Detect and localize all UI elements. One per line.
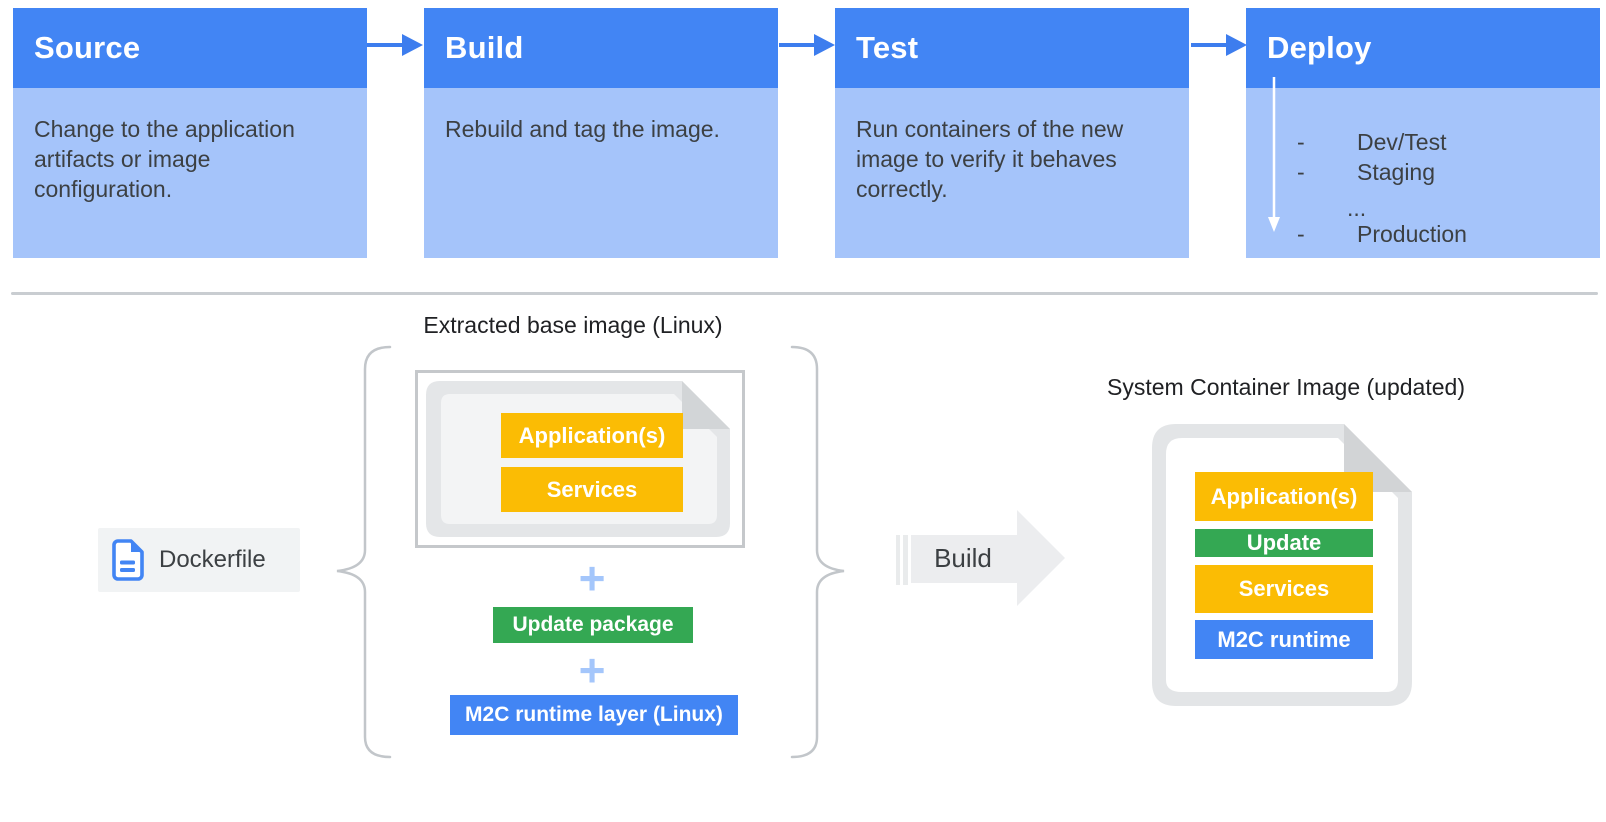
step-box-deploy: Deploy - Dev/Test - Staging ... - Produc… <box>1246 8 1600 258</box>
step-header: Build <box>424 8 778 88</box>
system-image-layers: Application(s) Update Services M2C runti… <box>1195 472 1373 659</box>
deploy-target-label: Dev/Test <box>1357 129 1447 155</box>
step-box-test: Test Run containers of the new image to … <box>835 8 1189 258</box>
step-box-source: Source Change to the application artifac… <box>13 8 367 258</box>
deploy-bullet: - <box>1297 159 1305 185</box>
layer-update: Update <box>1195 529 1373 557</box>
step-header: Deploy <box>1246 8 1600 88</box>
step-description: Run containers of the new image to verif… <box>835 88 1189 258</box>
step-header: Source <box>13 8 367 88</box>
step-box-build: Build Rebuild and tag the image. <box>424 8 778 258</box>
step-header: Test <box>835 8 1189 88</box>
brace-right-icon <box>790 345 845 759</box>
runtime-layer: M2C runtime layer (Linux) <box>450 695 738 735</box>
extracted-image-title: Extracted base image (Linux) <box>423 312 723 338</box>
layer-services: Services <box>1195 565 1373 613</box>
right-arrow-icon <box>779 34 835 56</box>
update-package-layer: Update package <box>493 607 693 643</box>
step-description: Change to the application artifacts or i… <box>13 88 367 258</box>
layer-services: Services <box>501 467 683 512</box>
deploy-bullet: - <box>1297 221 1305 247</box>
deploy-bullet: - <box>1297 129 1305 155</box>
base-image-frame: Application(s) Services <box>415 370 745 548</box>
deploy-target-list: - Dev/Test - Staging ... - Production <box>1246 88 1600 258</box>
build-arrow-label: Build <box>934 543 992 573</box>
deploy-target-row: - Production <box>1246 219 1600 249</box>
section-divider <box>11 292 1598 295</box>
base-image-layers: Application(s) Services <box>501 413 683 521</box>
deploy-target-label: Production <box>1357 221 1467 247</box>
step-title: Test <box>856 30 919 65</box>
step-title: Deploy <box>1267 30 1372 65</box>
deploy-target-label: Staging <box>1357 159 1436 185</box>
brace-left-icon <box>336 345 392 759</box>
plus-icon: + <box>578 644 606 696</box>
layer-applications: Application(s) <box>501 413 683 458</box>
dockerfile-document-icon <box>112 539 144 581</box>
step-title: Source <box>34 30 141 65</box>
deploy-target-row: - Staging <box>1246 157 1600 187</box>
right-arrow-icon <box>1191 34 1247 56</box>
dockerfile-label: Dockerfile <box>159 546 266 573</box>
deploy-target-row: - Dev/Test <box>1246 127 1600 157</box>
system-image-title: System Container Image (updated) <box>1107 374 1465 400</box>
right-arrow-icon <box>367 34 423 56</box>
plus-icon: + <box>578 552 606 604</box>
step-description: Rebuild and tag the image. <box>424 88 778 258</box>
deploy-bullet <box>1246 197 1347 219</box>
step-title: Build <box>445 30 524 65</box>
build-arrow-icon <box>896 510 1065 606</box>
dockerfile-chip: Dockerfile <box>98 528 300 592</box>
layer-applications: Application(s) <box>1195 472 1373 521</box>
layer-m2c-runtime: M2C runtime <box>1195 620 1373 659</box>
deploy-target-label: ... <box>1347 195 1367 221</box>
deploy-target-row: ... <box>1246 195 1600 221</box>
